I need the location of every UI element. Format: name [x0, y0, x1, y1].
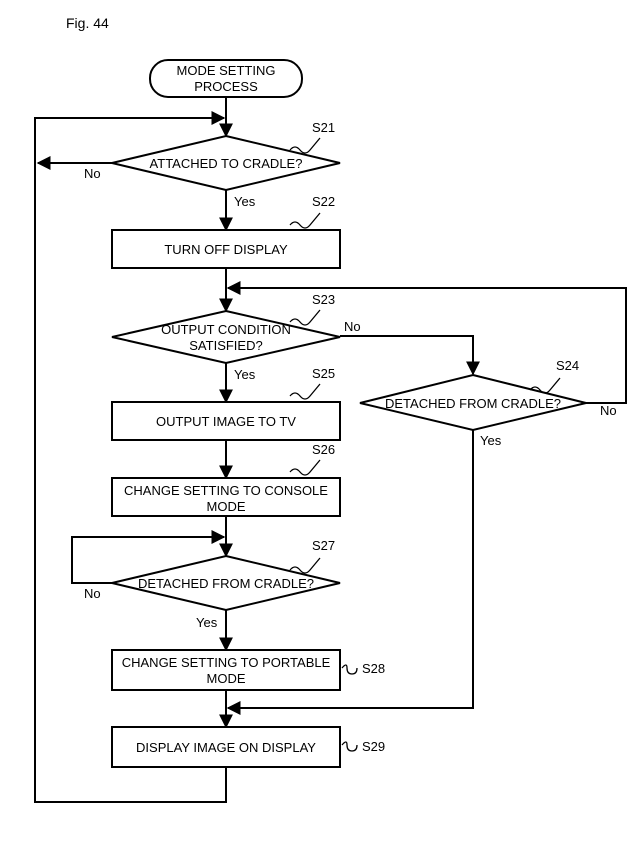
s24-no-label: No	[600, 403, 617, 418]
s27-text: DETACHED FROM CRADLE?	[138, 576, 314, 591]
connector-s24-yes	[226, 430, 474, 715]
start-terminator	[149, 59, 303, 98]
s28-text-line1: CHANGE SETTING TO PORTABLE	[122, 655, 331, 670]
s23-text-line1: OUTPUT CONDITION	[161, 322, 291, 337]
s21-yes-label: Yes	[234, 194, 256, 209]
s23-decision	[111, 309, 341, 365]
s24-id-label: S24	[556, 358, 579, 373]
s29-process	[111, 726, 341, 768]
connector-s23-no	[340, 335, 480, 376]
s24-yes-label: Yes	[480, 433, 502, 448]
s29-id-label: S29	[362, 739, 385, 754]
s28-process	[111, 649, 341, 691]
s21-id-label: S21	[312, 120, 335, 135]
s24-text: DETACHED FROM CRADLE?	[385, 396, 561, 411]
start-text-line2: PROCESS	[194, 79, 258, 94]
s22-process	[111, 229, 341, 269]
s27-no-label: No	[84, 586, 101, 601]
s26-text-line2: MODE	[207, 499, 246, 514]
s23-leader	[289, 309, 321, 326]
s27-yes-label: Yes	[196, 615, 218, 630]
s23-id-label: S23	[312, 292, 335, 307]
s26-id-label: S26	[312, 442, 335, 457]
s23-text-line2: SATISFIED?	[189, 338, 262, 353]
s25-leader	[289, 383, 321, 400]
s24-leader	[529, 377, 561, 394]
s29-text: DISPLAY IMAGE ON DISPLAY	[136, 740, 316, 755]
s23-no-label: No	[344, 319, 361, 334]
s25-text: OUTPUT IMAGE TO TV	[156, 414, 296, 429]
s27-leader	[289, 557, 321, 574]
s21-leader	[289, 137, 321, 154]
s22-id-label: S22	[312, 194, 335, 209]
s22-text: TURN OFF DISPLAY	[164, 242, 288, 257]
s21-no-label: No	[84, 166, 101, 181]
s21-text: ATTACHED TO CRADLE?	[150, 156, 303, 171]
connector-s27-no	[71, 530, 226, 584]
s28-text-line2: MODE	[207, 671, 246, 686]
s23-yes-label: Yes	[234, 367, 256, 382]
connector-s24-no	[226, 281, 627, 404]
s29-leader	[341, 741, 358, 752]
s28-leader	[341, 664, 358, 675]
s22-leader	[289, 212, 321, 229]
start-text-line1: MODE SETTING	[177, 63, 276, 78]
s28-id-label: S28	[362, 661, 385, 676]
s26-leader	[289, 459, 321, 476]
s25-process	[111, 401, 341, 441]
s26-text-line1: CHANGE SETTING TO CONSOLE	[124, 483, 328, 498]
connector-loop-s29-s21	[34, 111, 227, 803]
s27-id-label: S27	[312, 538, 335, 553]
s27-decision	[111, 554, 341, 612]
s24-decision	[359, 373, 587, 432]
s25-id-label: S25	[312, 366, 335, 381]
s26-process	[111, 477, 341, 517]
s21-decision	[111, 134, 341, 192]
figure-label: Fig. 44	[66, 15, 109, 31]
